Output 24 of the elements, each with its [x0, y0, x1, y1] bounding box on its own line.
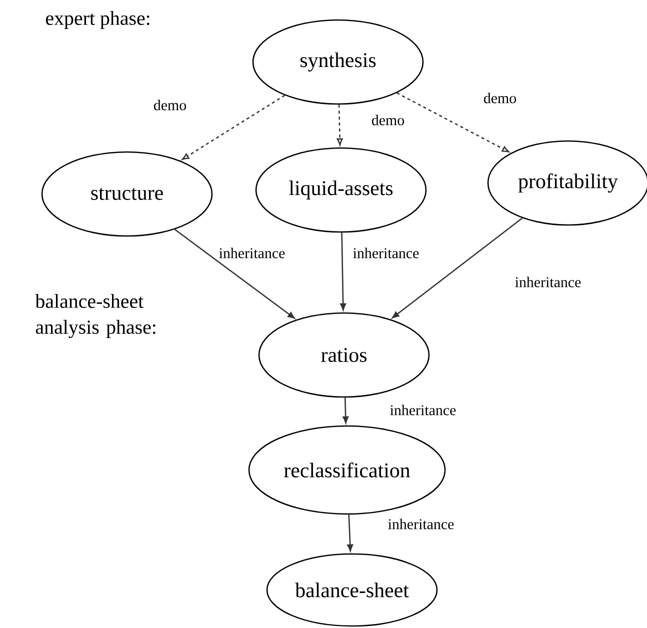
edge-label: demo: [370, 114, 406, 126]
edge-label: inheritance: [514, 276, 582, 288]
arrow: [336, 104, 343, 146]
ellipse-node: ratios: [258, 312, 430, 398]
arrow: [347, 514, 354, 552]
edge-label: inheritance: [386, 518, 456, 530]
phase-label: balance-sheet analysis phase:: [35, 294, 156, 338]
edge-label: inheritance: [352, 246, 420, 260]
edge-label: demo: [152, 98, 188, 112]
ellipse-node: balance-sheet: [266, 553, 438, 627]
edge-label: inheritance: [388, 404, 458, 416]
arrow: [182, 94, 286, 160]
arrow: [174, 228, 295, 319]
edge-label: demo: [482, 92, 518, 104]
ellipse-node: structure: [41, 151, 213, 237]
arrow: [340, 232, 346, 310]
edge-label: inheritance: [218, 246, 286, 260]
phase-label: expert phase:: [46, 10, 150, 30]
ellipse-node: liquid-assets: [255, 147, 427, 233]
arrow: [396, 92, 510, 152]
ellipse-node: reclassification: [248, 425, 446, 515]
arrow: [342, 398, 349, 424]
arrow: [392, 218, 523, 318]
ellipse-node: synthesis: [252, 19, 424, 105]
